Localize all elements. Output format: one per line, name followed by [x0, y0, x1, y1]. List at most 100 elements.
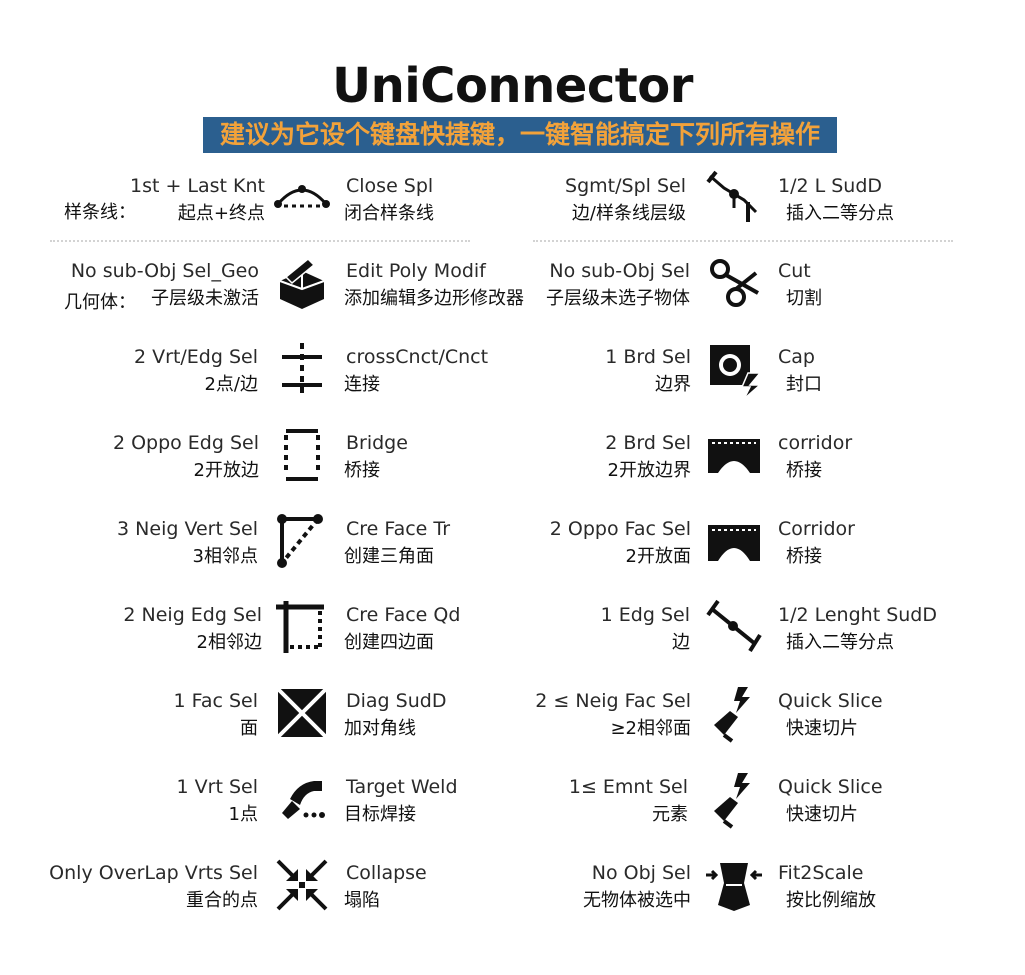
quick-slice-icon — [704, 683, 764, 743]
left-selection-en: 2 Oppo Edg Sel — [112, 432, 259, 454]
create-face-quad-icon — [272, 597, 332, 657]
right-selection-en: Sgmt/Spl Sel — [565, 175, 686, 197]
left-selection-cn: 2开放边 — [193, 460, 259, 481]
right-action-cn: 桥接 — [786, 546, 822, 567]
left-selection-cn: 面 — [240, 718, 258, 739]
connect-icon — [272, 339, 332, 399]
edit-poly-icon-svg — [279, 257, 325, 309]
quick-slice-element-icon-svg — [714, 773, 750, 829]
left-selection-en: Only OverLap Vrts Sel — [49, 862, 258, 884]
fit-to-scale-icon — [704, 855, 764, 915]
right-action-en: Cut — [778, 260, 811, 282]
divide-segment-icon-svg — [706, 170, 758, 222]
left-selection-cn: 2点/边 — [204, 374, 258, 395]
left-selection-cn: 重合的点 — [186, 890, 258, 911]
right-selection-cn: 2开放面 — [625, 546, 691, 567]
diagonal-subdivide-icon — [272, 683, 332, 743]
right-action-cn: 封口 — [786, 374, 822, 395]
right-selection-en: No Obj Sel — [591, 862, 691, 884]
left-action-en: crossCnct/Cnct — [346, 346, 489, 368]
cap-icon — [704, 339, 764, 399]
left-action-en: Close Spl — [346, 175, 434, 197]
target-weld-icon-svg — [282, 781, 325, 819]
right-action-en: 1/2 L SudD — [778, 175, 883, 197]
right-selection-en: 1 Brd Sel — [605, 346, 691, 368]
left-selection-en: 3 Neig Vert Sel — [117, 518, 258, 540]
section-divider-right — [533, 240, 953, 242]
left-action-cn: 目标焊接 — [344, 804, 416, 825]
corridor-icon — [704, 425, 764, 485]
left-selection-en: No sub-Obj Sel_Geo — [70, 260, 259, 282]
left-action-cn: 塌陷 — [344, 890, 380, 911]
left-action-en: Target Weld — [346, 776, 458, 798]
left-selection-cn: 3相邻点 — [192, 546, 258, 567]
diagonal-subdivide-icon-svg — [276, 687, 328, 739]
left-selection-en: 1 Fac Sel — [173, 690, 258, 712]
right-selection-en: 1≤ Emnt Sel — [568, 776, 688, 798]
spline-prefix: 样条线： — [64, 202, 136, 223]
left-action-en: Cre Face Qd — [346, 604, 461, 626]
left-action-cn: 加对角线 — [344, 718, 416, 739]
right-action-en: Corridor — [778, 518, 855, 540]
right-selection-cn: 2开放边界 — [607, 460, 691, 481]
close-spline-icon — [272, 168, 332, 228]
left-action-cn: 创建三角面 — [344, 546, 434, 567]
left-action-cn: 添加编辑多边形修改器 — [344, 288, 524, 309]
left-selection-cn: 起点+终点 — [177, 203, 265, 224]
left-action-en: Edit Poly Modif — [346, 260, 486, 282]
collapse-icon — [272, 855, 332, 915]
bridge-icon — [272, 425, 332, 485]
left-action-en: Diag SudD — [346, 690, 447, 712]
edit-poly-icon — [272, 253, 332, 313]
left-action-cn: 闭合样条线 — [344, 203, 434, 224]
collapse-icon-svg — [276, 859, 328, 911]
geometry-prefix: 几何体： — [64, 292, 136, 313]
left-selection-cn: 2相邻边 — [196, 632, 262, 653]
quick-slice-icon-svg — [714, 687, 750, 743]
left-selection-cn: 1点 — [228, 804, 258, 825]
right-selection-cn: 子层级未选子物体 — [546, 288, 690, 309]
create-face-quad-icon-svg — [276, 601, 324, 653]
right-selection-en: 1 Edg Sel — [600, 604, 690, 626]
right-action-cn: 插入二等分点 — [786, 632, 894, 653]
right-selection-en: 2 ≤ Neig Fac Sel — [535, 690, 691, 712]
right-action-cn: 按比例缩放 — [786, 890, 876, 911]
right-action-en: 1/2 Lenght SudD — [778, 604, 937, 626]
scissors-icon — [704, 253, 764, 313]
right-selection-en: 2 Brd Sel — [605, 432, 691, 454]
fit-to-scale-icon-svg — [706, 863, 762, 911]
right-selection-cn: 元素 — [652, 804, 688, 825]
right-selection-cn: 边 — [672, 632, 690, 653]
right-action-cn: 插入二等分点 — [786, 203, 894, 224]
right-action-en: Quick Slice — [778, 776, 883, 798]
corridor-face-icon — [704, 511, 764, 571]
divide-edge-icon — [704, 597, 764, 657]
right-action-en: Cap — [778, 346, 815, 368]
quick-slice-element-icon — [704, 769, 764, 829]
corridor-icon-svg — [708, 439, 760, 473]
left-selection-en: 1 Vrt Sel — [176, 776, 258, 798]
target-weld-icon — [272, 769, 332, 829]
subtitle-banner: 建议为它设个键盘快捷键，一键智能搞定下列所有操作 — [203, 117, 837, 153]
right-action-en: corridor — [778, 432, 853, 454]
page-title: UniConnector — [332, 58, 693, 114]
right-selection-cn: 边界 — [655, 374, 691, 395]
corridor-face-icon-svg — [708, 525, 760, 561]
divide-edge-icon-svg — [706, 599, 762, 653]
right-action-en: Fit2Scale — [778, 862, 864, 884]
left-selection-en: 2 Neig Edg Sel — [123, 604, 262, 626]
create-face-triangle-icon-svg — [277, 514, 323, 568]
left-action-cn: 连接 — [344, 374, 380, 395]
right-action-cn: 桥接 — [786, 460, 822, 481]
left-selection-en: 1st + Last Knt — [129, 175, 265, 197]
left-action-cn: 桥接 — [344, 460, 380, 481]
left-action-en: Bridge — [346, 432, 408, 454]
right-selection-cn: ≥2相邻面 — [610, 718, 691, 739]
right-action-cn: 快速切片 — [786, 804, 858, 825]
right-action-cn: 快速切片 — [786, 718, 858, 739]
right-selection-en: No sub-Obj Sel — [549, 260, 690, 282]
connect-icon-svg — [282, 343, 322, 397]
right-selection-en: 2 Oppo Fac Sel — [549, 518, 691, 540]
divide-segment-icon — [704, 168, 764, 228]
bridge-icon-svg — [284, 429, 320, 481]
